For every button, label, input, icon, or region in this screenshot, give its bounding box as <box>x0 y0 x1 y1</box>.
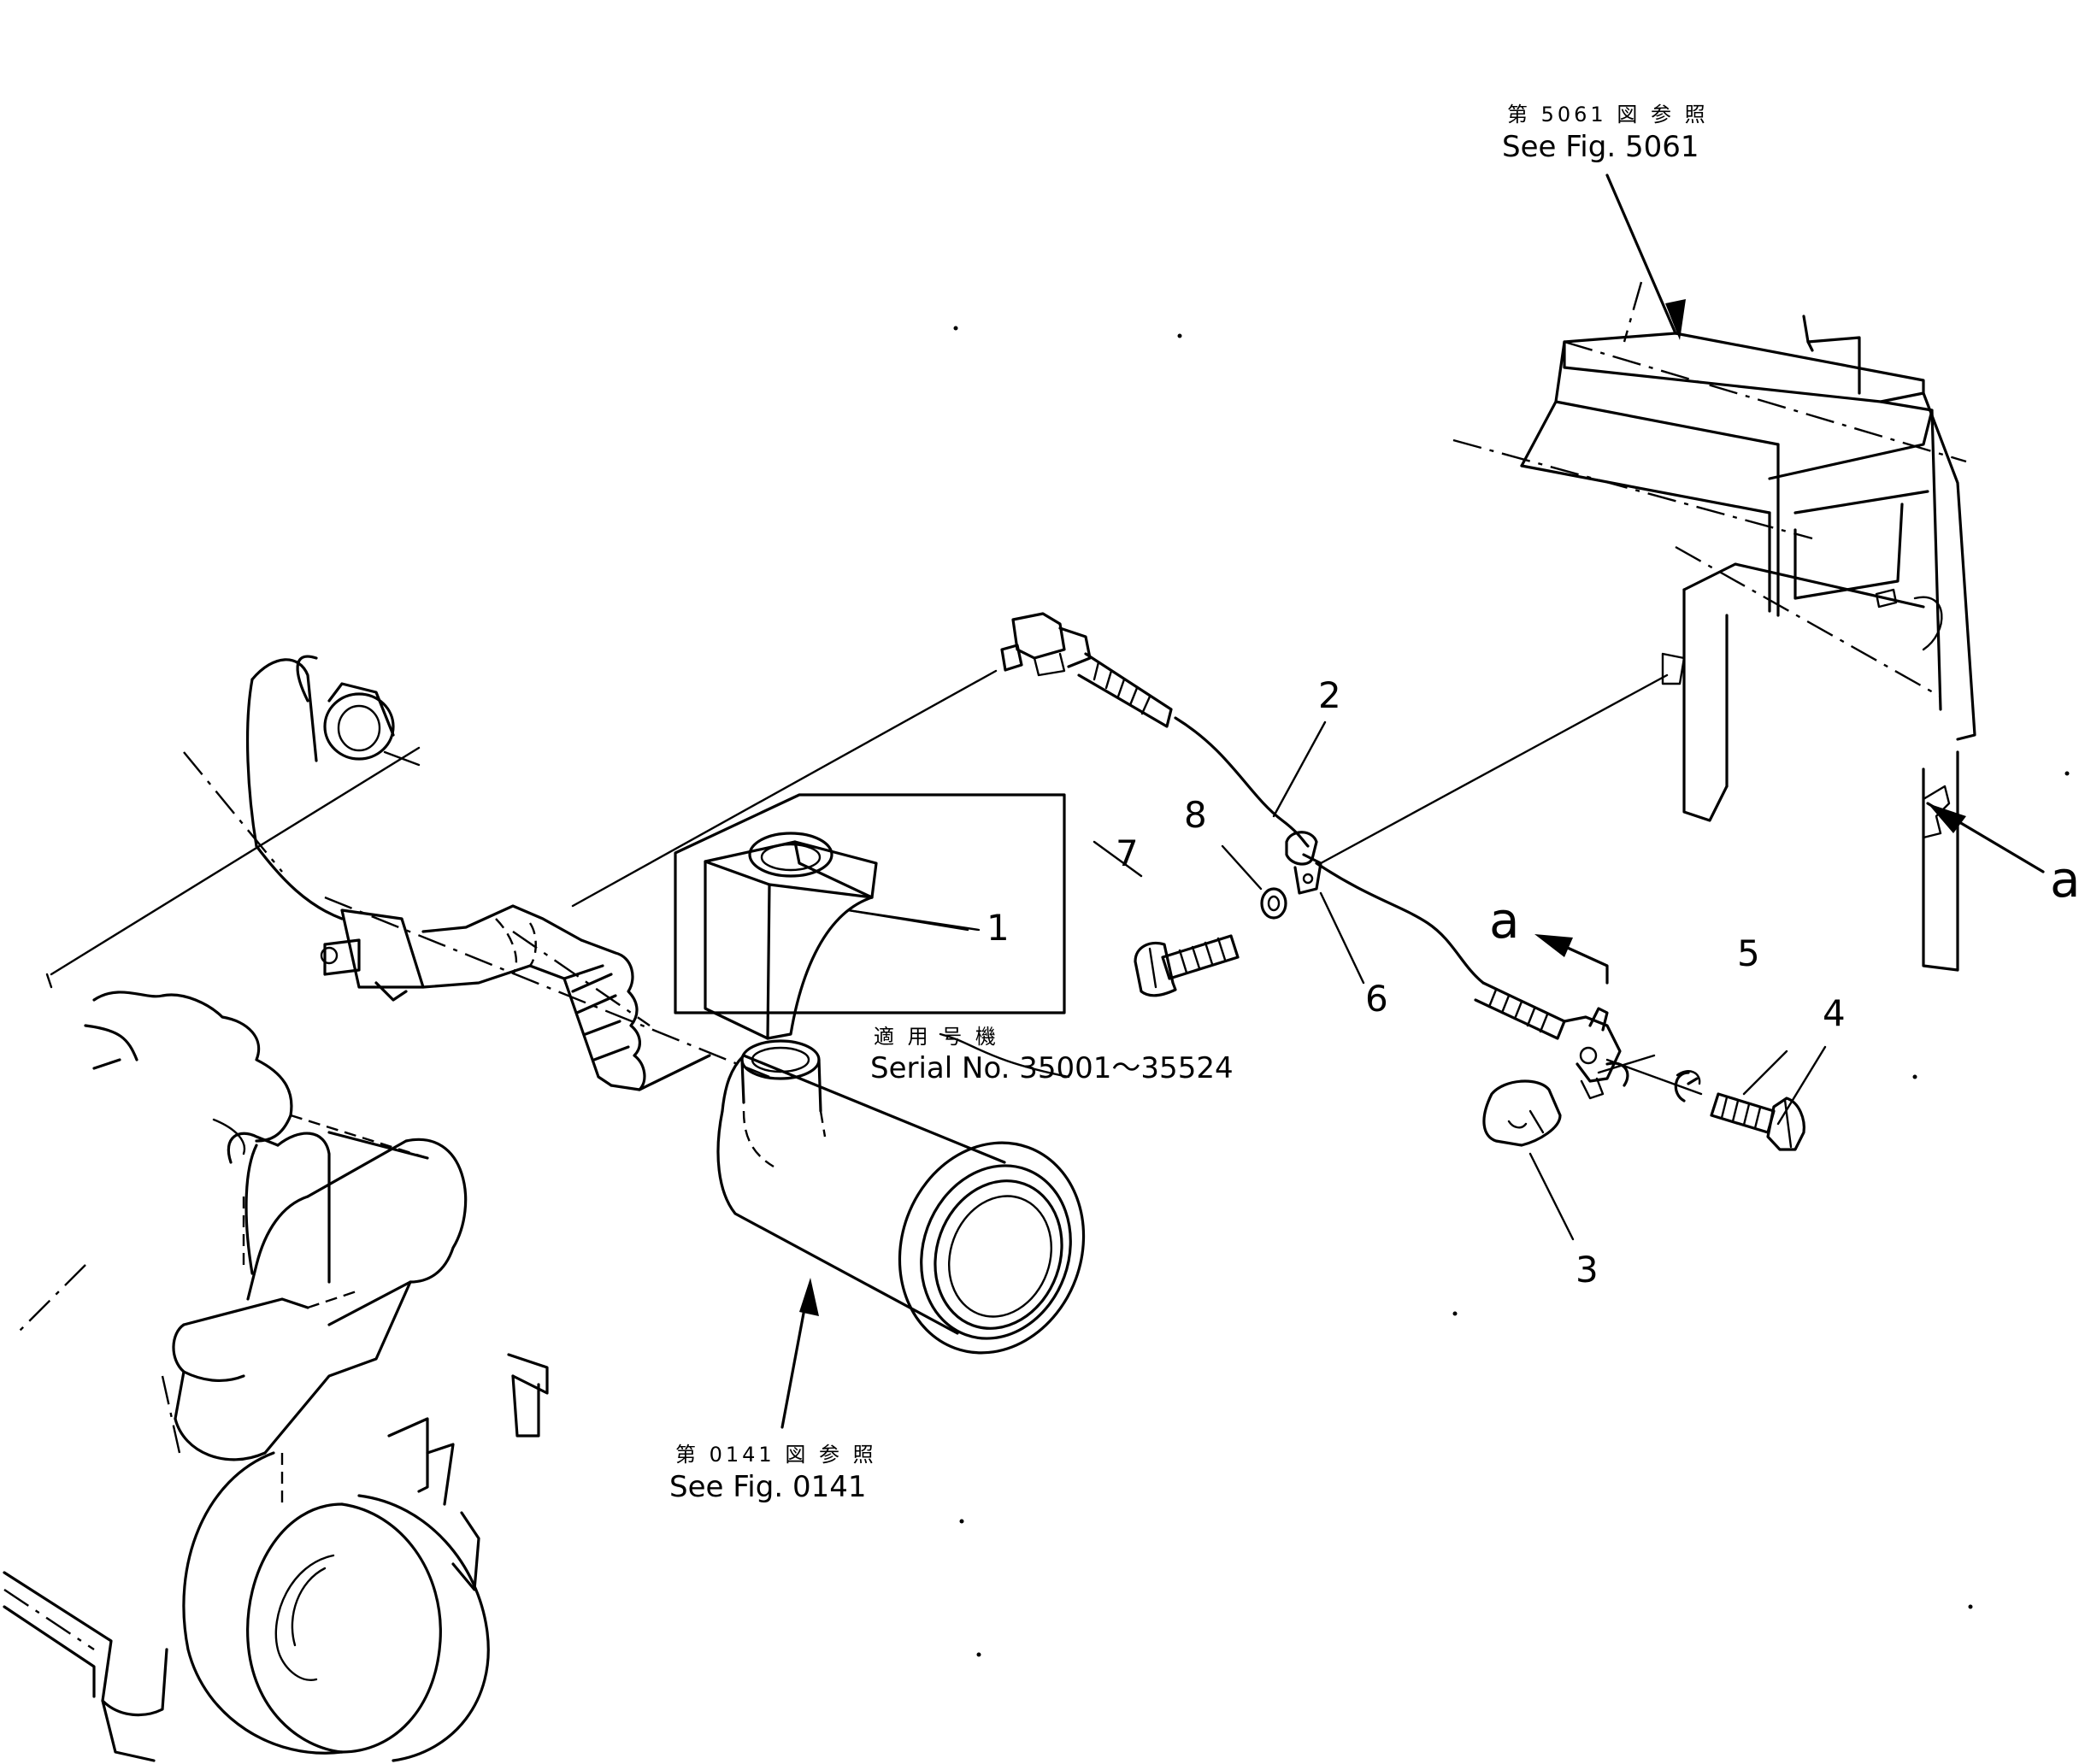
wire-harness <box>1000 612 1629 1100</box>
scan-specks <box>953 326 2070 1657</box>
callout-5: 5 <box>1737 932 1760 974</box>
callout-3: 3 <box>1576 1249 1599 1291</box>
engine-body <box>3 991 549 1762</box>
fig-0141-ref-jp: 第 0141 図 参 照 <box>675 1443 877 1467</box>
callout-1: 1 <box>987 907 1010 949</box>
view-mark-a-right: a <box>2050 850 2081 908</box>
nut-3 <box>1482 1079 1562 1147</box>
bolt-4 <box>1710 1092 1805 1151</box>
serial-number-range: Serial No. 35001～35524 <box>870 1051 1234 1085</box>
exhaust-pipe <box>45 655 1086 1355</box>
washer-8 <box>1260 887 1287 920</box>
leader-lines <box>780 173 2045 1429</box>
applicability-jp: 適 用 号 機 <box>874 1025 999 1049</box>
fig-5061-ref-en: See Fig. 5061 <box>1502 130 1699 164</box>
callout-7: 7 <box>1116 832 1139 874</box>
callout-6: 6 <box>1365 978 1388 1020</box>
view-mark-a-detail: a <box>1489 891 1520 950</box>
alignment-lines <box>3 281 1967 1650</box>
detail-box <box>674 793 1066 1040</box>
panel-bracket <box>1520 315 1976 972</box>
callout-8: 8 <box>1184 794 1207 836</box>
bolt-7 <box>1134 934 1240 997</box>
fig-0141-ref-en: See Fig. 0141 <box>669 1470 867 1504</box>
callout-4: 4 <box>1823 992 1846 1034</box>
explosion-lines <box>571 669 1703 1096</box>
callout-2: 2 <box>1318 674 1341 716</box>
fig-5061-ref-jp: 第 5061 図 参 照 <box>1507 103 1709 126</box>
